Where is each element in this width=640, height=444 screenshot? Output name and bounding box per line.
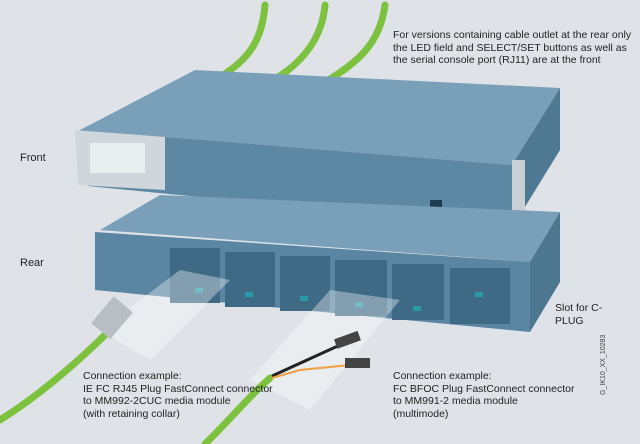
bfoc-connector	[345, 358, 370, 368]
image-code: G_IK10_XX_10283	[600, 334, 607, 395]
line: to MM991-2 media module	[393, 395, 518, 407]
label-front: Front	[20, 152, 46, 164]
slot-label: Slot for C-PLUG	[555, 302, 603, 327]
line: IE FC RJ45 Plug FastConnect connector	[83, 382, 273, 395]
fiber-cable	[201, 374, 274, 444]
line: to MM992-2CUC media module	[83, 395, 231, 407]
line: FC BFOC Plug FastConnect connector	[393, 382, 575, 395]
line: (with retaining collar)	[83, 407, 180, 420]
note-top: For versions containing cable outlet at …	[393, 29, 632, 66]
line: Connection example:	[83, 370, 182, 382]
copper-cable	[0, 326, 114, 424]
connection-example-right: Connection example: FC BFOC Plug FastCon…	[393, 370, 575, 420]
line: (multimode)	[393, 407, 449, 420]
line: Connection example:	[393, 370, 492, 382]
connection-example-left: Connection example: IE FC RJ45 Plug Fast…	[83, 370, 273, 420]
device-rear	[95, 195, 560, 332]
label-rear: Rear	[20, 257, 44, 269]
rj45-connector	[91, 296, 133, 340]
